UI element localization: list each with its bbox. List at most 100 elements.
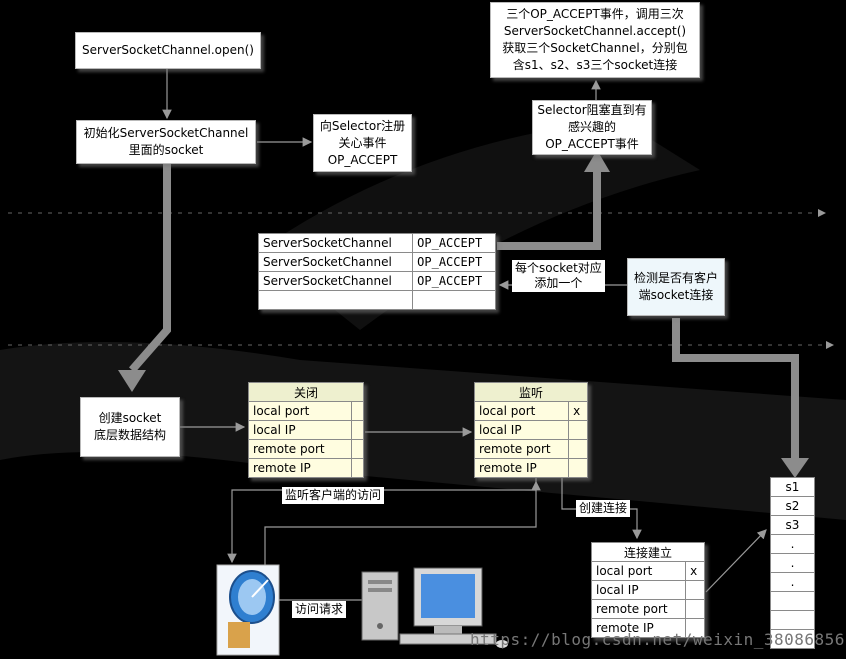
box-create-socket: 创建socket 底层数据结构 xyxy=(80,397,180,457)
box-accept-result: 三个OP_ACCEPT事件，调用三次 ServerSocketChannel.a… xyxy=(490,2,700,78)
table-row xyxy=(257,290,496,310)
table-row: ServerSocketChannel OP_ACCEPT xyxy=(257,252,496,272)
selector-registry-table: ServerSocketChannel OP_ACCEPT ServerSock… xyxy=(257,233,496,310)
listen-value xyxy=(568,420,588,440)
arrow-detect-to-list xyxy=(672,318,799,468)
listen-field: remote IP xyxy=(473,458,570,478)
table-row: local IP xyxy=(590,580,705,600)
box-accept-text: 三个OP_ACCEPT事件，调用三次 ServerSocketChannel.a… xyxy=(502,7,688,72)
established-value xyxy=(685,618,705,638)
box-selector-text: Selector阻塞直到有 感兴趣的 OP_ACCEPT事件 xyxy=(537,103,647,151)
box-create-text: 创建socket 底层数据结构 xyxy=(93,411,166,442)
closed-table-title: 关闭 xyxy=(248,382,364,402)
registry-event-cell: OP_ACCEPT xyxy=(412,271,496,291)
table-row: remote IP xyxy=(247,458,364,478)
socket-list-cell: . xyxy=(770,553,815,573)
list-item: s2 xyxy=(770,496,815,516)
label-access-request: 访问请求 xyxy=(292,601,347,618)
arrowhead-selector xyxy=(584,150,610,172)
closed-socket-table: 关闭 local port local IP remote port remot… xyxy=(247,382,364,478)
listen-field: local IP xyxy=(473,420,570,440)
list-item: . xyxy=(770,553,815,573)
client-antenna-icon xyxy=(216,564,280,656)
list-item xyxy=(770,629,815,649)
list-item: s1 xyxy=(770,477,815,497)
established-field: local port xyxy=(590,561,687,581)
socket-list-cell: s2 xyxy=(770,496,815,516)
table-row: remote port xyxy=(590,599,705,619)
box-detect-client: 检测是否有客户 端socket连接 xyxy=(627,258,725,316)
arrow-established-to-list xyxy=(705,529,767,593)
arrowhead-create xyxy=(118,370,146,392)
closed-field: remote IP xyxy=(247,458,353,478)
socket-list-cell xyxy=(770,629,815,649)
list-item: . xyxy=(770,534,815,554)
established-field: remote IP xyxy=(590,618,687,638)
table-row: remote port xyxy=(473,439,588,459)
listen-table-title: 监听 xyxy=(474,382,588,402)
closed-field: remote port xyxy=(247,439,353,459)
socket-list-cell xyxy=(770,610,815,630)
arrow-init-to-create xyxy=(128,162,171,373)
registry-channel-cell xyxy=(257,290,414,310)
list-item: . xyxy=(770,572,815,592)
registry-event-cell xyxy=(412,290,496,310)
computer-tower-icon xyxy=(361,571,399,641)
table-row: ServerSocketChannel OP_ACCEPT xyxy=(257,233,496,253)
listen-field: local port xyxy=(473,401,570,421)
socket-list-cell: . xyxy=(770,534,815,554)
table-row: local port xyxy=(247,401,364,421)
table-row: ServerSocketChannel OP_ACCEPT xyxy=(257,271,496,291)
box-serversocketchannel-open: ServerSocketChannel.open() xyxy=(75,32,261,69)
established-value xyxy=(685,599,705,619)
established-mark: x xyxy=(685,561,705,581)
thick-arrows xyxy=(128,162,799,468)
box-register-text: 向Selector注册 关心事件 OP_ACCEPT xyxy=(319,118,406,167)
label-per-socket: 每个socket对应 添加一个 xyxy=(512,260,605,292)
box-open-text: ServerSocketChannel.open() xyxy=(82,43,254,57)
established-field: local IP xyxy=(590,580,687,600)
registry-event-cell: OP_ACCEPT xyxy=(412,252,496,272)
established-table-title: 连接建立 xyxy=(591,542,705,562)
socket-list: s1 s2 s3 . . . xyxy=(770,477,815,649)
listen-mark: x xyxy=(568,401,588,421)
registry-channel-cell: ServerSocketChannel xyxy=(257,271,414,291)
list-item: s3 xyxy=(770,515,815,535)
label-create-connection: 创建连接 xyxy=(576,500,631,517)
established-field: remote port xyxy=(590,599,687,619)
monitor-icon xyxy=(399,567,508,648)
box-selector-block: Selector阻塞直到有 感兴趣的 OP_ACCEPT事件 xyxy=(532,100,652,155)
list-item xyxy=(770,610,815,630)
watermark-url: https://blog.csdn.net/weixin_38086856 xyxy=(470,630,845,649)
box-init-socket: 初始化ServerSocketChannel 里面的socket xyxy=(76,120,256,164)
box-init-text: 初始化ServerSocketChannel 里面的socket xyxy=(83,126,249,157)
registry-channel-cell: ServerSocketChannel xyxy=(257,252,414,272)
closed-value xyxy=(351,458,364,478)
table-row: remote port xyxy=(247,439,364,459)
socket-list-cell: s1 xyxy=(770,477,815,497)
closed-field: local port xyxy=(247,401,353,421)
table-row: remote IP xyxy=(590,618,705,638)
closed-value xyxy=(351,439,364,459)
registry-event-cell: OP_ACCEPT xyxy=(412,233,496,253)
list-item xyxy=(770,591,815,611)
table-row: remote IP xyxy=(473,458,588,478)
socket-list-cell: . xyxy=(770,572,815,592)
box-register-selector: 向Selector注册 关心事件 OP_ACCEPT xyxy=(313,114,412,172)
table-row: local IP xyxy=(473,420,588,440)
listen-field: remote port xyxy=(473,439,570,459)
closed-value xyxy=(351,401,364,421)
table-row: local IP xyxy=(247,420,364,440)
arrow-request-to-listen xyxy=(264,480,541,601)
listen-value xyxy=(568,439,588,459)
closed-field: local IP xyxy=(247,420,353,440)
established-value xyxy=(685,580,705,600)
box-detect-text: 检测是否有客户 端socket连接 xyxy=(633,271,718,302)
arrowhead-list xyxy=(781,458,809,478)
closed-value xyxy=(351,420,364,440)
socket-list-cell xyxy=(770,591,815,611)
